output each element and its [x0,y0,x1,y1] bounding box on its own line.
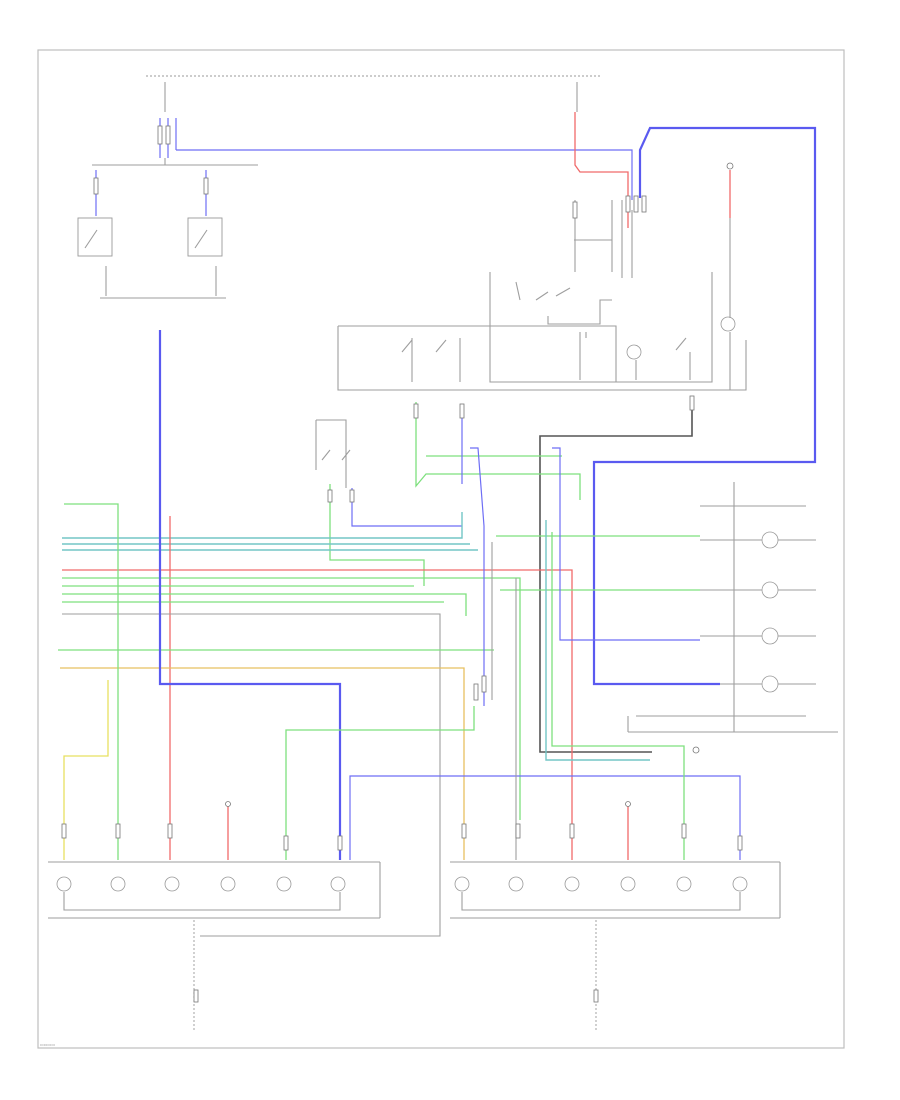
left-relay-box-1 [77,217,113,257]
left-combination-lamp [48,801,381,919]
right-combination-lamp [450,801,781,919]
connector-pins [61,125,743,1003]
turn-signal-switch [315,419,462,586]
top-power-section [77,75,633,299]
diagram-frame [37,49,845,1049]
right-blue-loop [592,126,817,686]
dark-ground-wire [539,396,693,753]
harness-bundle [58,330,741,937]
left-relay-box-2 [187,217,223,257]
page-ref: ▭▭▭▭ [40,1042,55,1047]
switch-relay-block [337,162,747,391]
instrument-cluster [627,482,838,754]
